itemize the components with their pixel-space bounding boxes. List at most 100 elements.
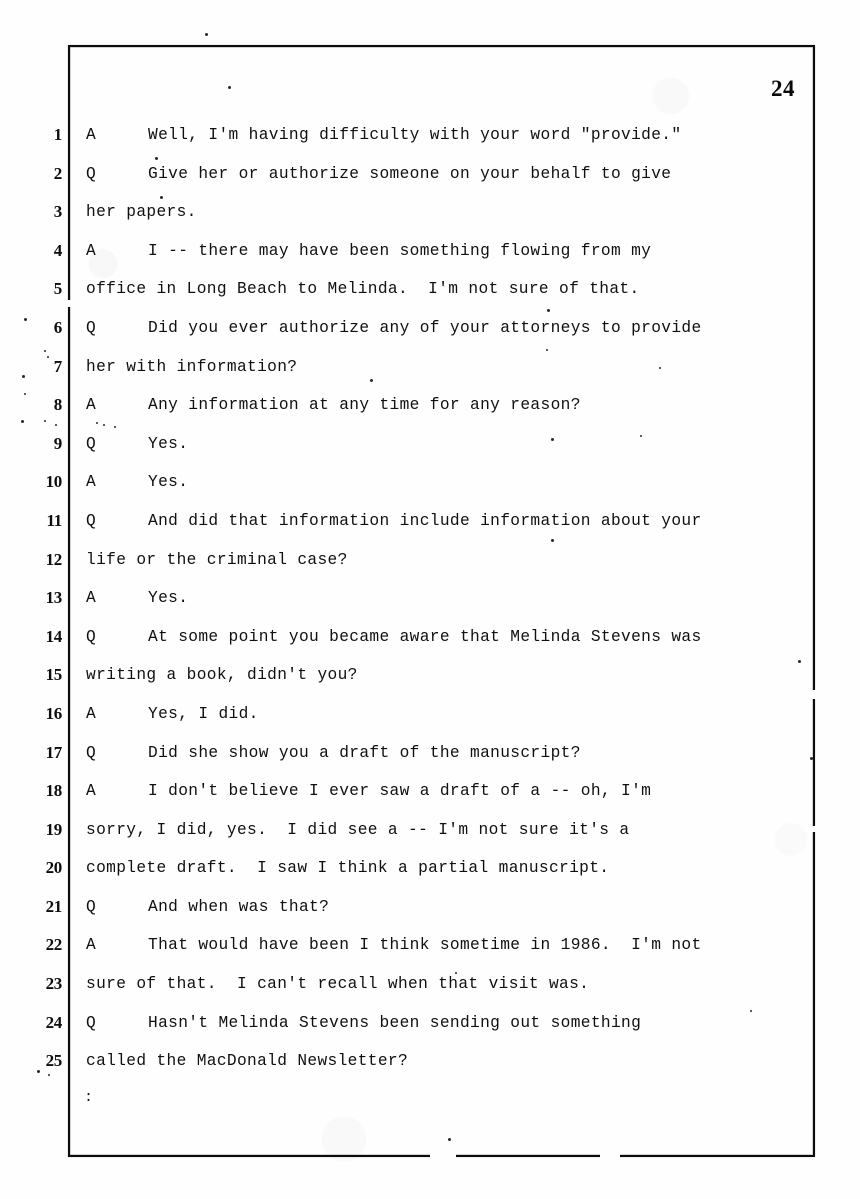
line-number: 7 — [53, 356, 63, 376]
transcript-line-text: And did that information include informa… — [148, 511, 702, 530]
transcript-line: Q Did you ever authorize any of your atto… — [86, 309, 808, 348]
speaker-label: Q — [86, 743, 97, 762]
transcript-line-text: I don't believe I ever saw a draft of a … — [148, 782, 652, 801]
speaker-label: A — [86, 241, 97, 260]
transcript-line-text: And when was that? — [148, 897, 330, 916]
frame-edge-gap — [812, 826, 817, 832]
line-number: 8 — [53, 395, 63, 415]
line-number: 9 — [53, 433, 63, 453]
page-number: 24 — [771, 76, 795, 101]
speaker-label: Q — [86, 897, 97, 916]
transcript-line-text: her papers. — [86, 203, 197, 222]
speaker-label: A — [86, 782, 97, 801]
transcript-line-text: called the MacDonald Newsletter? — [86, 1052, 409, 1071]
line-number: 17 — [45, 742, 63, 762]
transcript-line: Q At some point you became aware that Mel… — [86, 618, 808, 657]
transcript-line: Q And when was that? — [86, 888, 808, 927]
transcript-line-text: sorry, I did, yes. I did see a -- I'm no… — [86, 820, 630, 839]
transcript-line-text: writing a book, didn't you? — [86, 666, 358, 685]
speaker-label: A — [86, 589, 97, 608]
scan-speck — [205, 33, 208, 36]
line-number: 1 — [53, 125, 63, 144]
line-number: 5 — [53, 279, 63, 299]
transcript-line-text: Well, I'm having difficulty with your wo… — [148, 126, 682, 144]
transcript-line-text: Did you ever authorize any of your attor… — [148, 318, 702, 337]
transcript-line-text: At some point you became aware that Meli… — [148, 627, 702, 646]
transcript-line: A I don't believe I ever saw a draft of a… — [86, 772, 808, 811]
line-number: 6 — [53, 317, 63, 337]
transcript-line: writing a book, didn't you? — [86, 656, 808, 695]
speaker-label: A — [86, 936, 97, 955]
transcript-line-text: Hasn't Melinda Stevens been sending out … — [148, 1013, 642, 1032]
transcript-line: A That would have been I think sometime i… — [86, 926, 808, 965]
speaker-label: Q — [86, 318, 97, 337]
transcript-line-text: complete draft. I saw I think a partial … — [86, 859, 610, 878]
line-number: 20 — [45, 858, 63, 878]
transcript-line-text: I -- there may have been something flowi… — [148, 241, 652, 260]
transcript-line: Q Did she show you a draft of the manuscr… — [86, 734, 808, 773]
transcript-line-text: life or the criminal case? — [86, 550, 348, 569]
transcript-line-text: Yes. — [148, 473, 189, 492]
line-number: 22 — [45, 935, 63, 955]
frame-edge-gap — [812, 690, 817, 699]
line-number: 12 — [45, 549, 63, 569]
transcript-line: sorry, I did, yes. I did see a -- I'm no… — [86, 811, 808, 850]
transcript-line-text: That would have been I think sometime in… — [148, 936, 702, 955]
line-number: 2 — [53, 163, 63, 183]
line-number: 23 — [45, 974, 63, 994]
transcript-line: A Yes, I did. — [86, 695, 808, 734]
speaker-label: A — [86, 126, 97, 144]
line-number: 3 — [53, 202, 63, 222]
transcript-line: Q Yes. — [86, 425, 808, 464]
transcript-line-text: Yes. — [148, 434, 189, 453]
line-number: 11 — [46, 510, 63, 530]
transcript-line-text: office in Long Beach to Melinda. I'm not… — [86, 280, 640, 299]
line-number: 24 — [45, 1012, 63, 1032]
transcript-line: sure of that. I can't recall when that v… — [86, 965, 808, 1004]
speaker-label: Q — [86, 627, 97, 646]
transcript-line: called the MacDonald Newsletter? — [86, 1042, 808, 1081]
transcript-line-text: Did she show you a draft of the manuscri… — [148, 743, 581, 762]
transcript-line: A I -- there may have been something flow… — [86, 232, 808, 271]
speaker-label: Q — [86, 164, 97, 183]
line-number: 21 — [45, 896, 63, 916]
line-number: 25 — [45, 1051, 63, 1071]
transcript-line: Q Hasn't Melinda Stevens been sending out… — [86, 1004, 808, 1043]
speaker-label: A — [86, 704, 97, 723]
trailing-colon-mark: : — [84, 1089, 94, 1106]
line-number: 13 — [45, 588, 63, 608]
transcript-line: A Well, I'm having difficulty with your w… — [86, 116, 808, 155]
frame-edge-gap — [430, 1152, 456, 1158]
transcript-line-text: Yes, I did. — [148, 704, 259, 723]
transcript-line: office in Long Beach to Melinda. I'm not… — [86, 270, 808, 309]
frame-edge-gap — [600, 1152, 620, 1158]
transcript-line: A Yes. — [86, 463, 808, 502]
speaker-label: Q — [86, 434, 97, 453]
line-number: 16 — [45, 703, 63, 723]
transcript-line: A Yes. — [86, 579, 808, 618]
speaker-label: A — [86, 473, 97, 492]
frame-edge-gap — [66, 300, 71, 307]
line-number: 19 — [45, 819, 63, 839]
transcript-text-body: A Well, I'm having difficulty with your w… — [86, 116, 808, 1081]
transcript-line: her with information? — [86, 348, 808, 387]
line-number: 15 — [45, 665, 63, 685]
transcript-line: complete draft. I saw I think a partial … — [86, 849, 808, 888]
line-number: 10 — [45, 472, 63, 492]
line-number: 14 — [45, 626, 63, 646]
speaker-label: Q — [86, 1013, 97, 1032]
transcript-line: life or the criminal case? — [86, 541, 808, 580]
transcript-line-text: Yes. — [148, 589, 189, 608]
transcript-line-text: sure of that. I can't recall when that v… — [86, 975, 590, 994]
transcript-line: her papers. — [86, 193, 808, 232]
transcript-line-text: her with information? — [86, 357, 298, 376]
line-number: 4 — [53, 240, 63, 260]
transcript-line-text: Any information at any time for any reas… — [148, 396, 581, 415]
transcript-line: Q Give her or authorize someone on your b… — [86, 155, 808, 194]
transcript-line-text: Give her or authorize someone on your be… — [148, 164, 672, 183]
line-number: 18 — [45, 781, 63, 801]
